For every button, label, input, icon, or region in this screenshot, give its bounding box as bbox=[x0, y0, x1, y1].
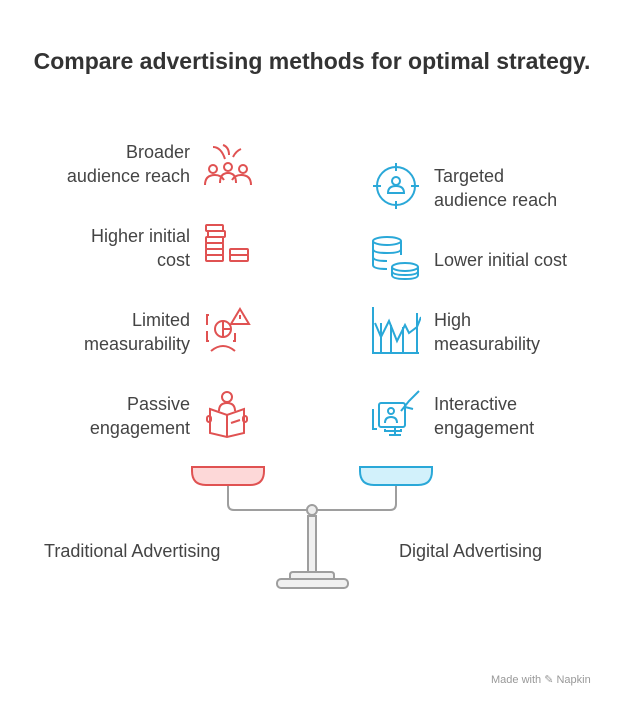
chart-warning-icon bbox=[206, 307, 251, 352]
left-item-2: Higher initial cost bbox=[90, 226, 190, 270]
digital-advertising-label: Digital Advertising bbox=[399, 541, 543, 561]
left-pan bbox=[191, 466, 265, 486]
scale-pivot bbox=[306, 504, 318, 516]
reading-person-icon bbox=[206, 391, 248, 439]
right-item-3: High measurability bbox=[434, 310, 541, 354]
right-pan bbox=[359, 466, 433, 486]
coins-icon bbox=[372, 236, 419, 281]
scale-base bbox=[276, 578, 349, 589]
scale-post bbox=[307, 515, 317, 574]
page-title: Compare advertising methods for optimal … bbox=[33, 48, 591, 74]
traditional-advertising-label: Traditional Advertising bbox=[44, 541, 221, 561]
line-chart-icon bbox=[372, 307, 421, 354]
audience-crowd-icon bbox=[204, 144, 252, 186]
monitor-touch-icon bbox=[372, 390, 420, 436]
right-item-2: Lower initial cost bbox=[434, 250, 568, 270]
left-item-4: Passive engagement bbox=[89, 394, 190, 438]
coin-stacks-icon bbox=[205, 224, 249, 262]
right-item-1: Targeted audience reach bbox=[434, 166, 558, 210]
target-person-icon bbox=[373, 163, 419, 209]
napkin-watermark: Made with ✎ Napkin bbox=[491, 674, 591, 686]
left-item-1: Broader audience reach bbox=[66, 142, 190, 186]
right-item-4: Interactive engagement bbox=[434, 394, 535, 438]
left-item-3: Limited measurability bbox=[83, 310, 190, 354]
